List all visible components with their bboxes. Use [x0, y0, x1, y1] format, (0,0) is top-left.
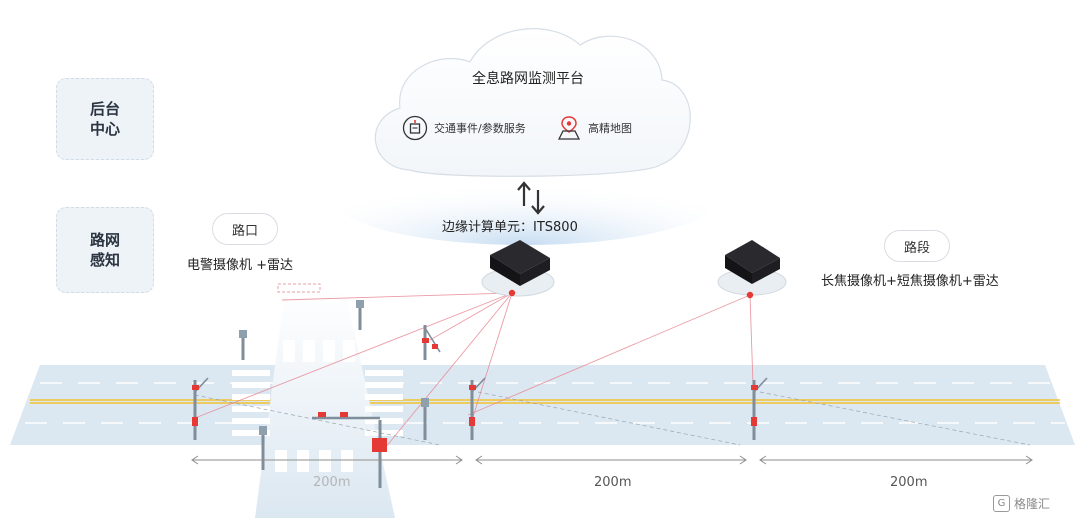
watermark-logo-icon: G	[992, 495, 1010, 512]
platform-title: 全息路网监测平台	[472, 71, 584, 87]
traffic-event-icon	[402, 115, 428, 141]
segment-tag: 路段	[884, 230, 950, 262]
layer-backend-center: 后台 中心	[56, 78, 154, 160]
distance-label-2: 200m	[594, 475, 632, 490]
service-traffic-event: 交通事件/参数服务	[402, 115, 526, 141]
radar-units	[192, 338, 758, 452]
segment-equipment: 长焦摄像机+短焦摄像机+雷达	[821, 274, 999, 289]
intersection-equipment: 电警摄像机 +雷达	[187, 258, 294, 273]
distance-label-1: 200m	[313, 475, 351, 490]
intersection-tag: 路口	[212, 213, 278, 245]
service-hd-map: 高精地图	[556, 115, 632, 141]
sensor-links	[194, 292, 755, 449]
service-traffic-event-label: 交通事件/参数服务	[434, 122, 526, 135]
service-hd-map-label: 高精地图	[588, 122, 632, 135]
dimension-lines	[191, 455, 1033, 465]
layer-backend-line1: 后台	[89, 100, 120, 118]
layer-backend-line2: 中心	[89, 120, 120, 138]
edge-device-segment	[717, 240, 787, 299]
sync-arrows-icon	[517, 181, 545, 215]
edge-unit-caption: 边缘计算单元：ITS800	[442, 220, 578, 235]
hd-map-icon	[557, 116, 581, 140]
pole-lamps	[239, 300, 429, 435]
distance-label-3: 200m	[890, 475, 928, 490]
cloud-shape	[374, 28, 691, 177]
layer-network-line2: 感知	[89, 251, 120, 269]
watermark: G 格隆汇	[992, 495, 1050, 512]
watermark-text: 格隆汇	[1013, 497, 1050, 511]
layer-network-line1: 路网	[89, 231, 120, 249]
cross-street	[232, 283, 403, 518]
edge-device-intersection	[481, 240, 555, 297]
coverage-lines	[194, 391, 1031, 446]
layer-network-sensing: 路网 感知	[56, 207, 154, 293]
